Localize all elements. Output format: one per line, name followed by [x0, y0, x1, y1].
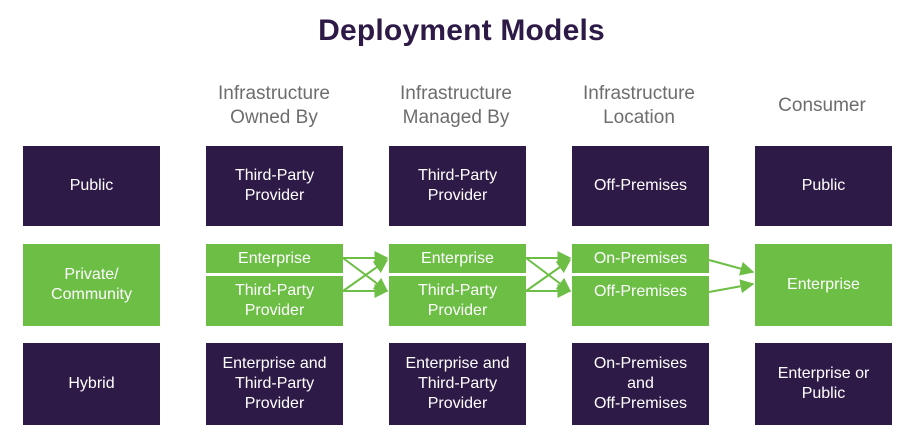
private-owned-by-enterprise: Enterprise	[206, 244, 343, 273]
private-managed-by-enterprise: Enterprise	[389, 244, 526, 273]
arrow-on-prem-to-consumer	[708, 259, 755, 276]
private-location-filler	[572, 308, 709, 326]
hybrid-owned-by: Enterprise and Third-Party Provider	[206, 343, 343, 425]
column-header-managed-by: Infrastructure Managed By	[400, 83, 512, 128]
public-owned-by: Third-Party Provider	[206, 146, 343, 226]
row-label-private-community: Private/ Community	[23, 244, 160, 326]
public-location: Off-Premises	[572, 146, 709, 226]
column-header-owned-by: Infrastructure Owned By	[218, 83, 330, 128]
column-header-location: Infrastructure Location	[583, 83, 695, 128]
arrow-managed-tp-to-on-prem	[525, 259, 572, 292]
private-managed-by-third-party: Third-Party Provider	[389, 276, 526, 326]
private-owned-by-third-party: Third-Party Provider	[206, 276, 343, 326]
column-header-consumer: Consumer	[778, 95, 866, 116]
arrow-off-prem-to-consumer	[708, 279, 755, 294]
private-location-on-premises: On-Premises	[572, 244, 709, 273]
hybrid-location: On-Premises and Off-Premises	[572, 343, 709, 425]
diagram-title: Deployment Models	[318, 14, 605, 47]
row-label-hybrid: Hybrid	[23, 343, 160, 425]
hybrid-managed-by: Enterprise and Third-Party Provider	[389, 343, 526, 425]
arrow-owned-ent-to-managed-tp	[342, 257, 389, 292]
public-consumer: Public	[755, 146, 892, 226]
arrow-managed-ent-to-off-prem	[525, 257, 572, 292]
private-consumer: Enterprise	[755, 244, 892, 326]
row-label-public: Public	[23, 146, 160, 226]
public-managed-by: Third-Party Provider	[389, 146, 526, 226]
hybrid-consumer: Enterprise or Public	[755, 343, 892, 425]
private-location-off-premises: Off-Premises	[572, 276, 709, 308]
arrow-owned-tp-to-managed-ent	[342, 259, 389, 292]
